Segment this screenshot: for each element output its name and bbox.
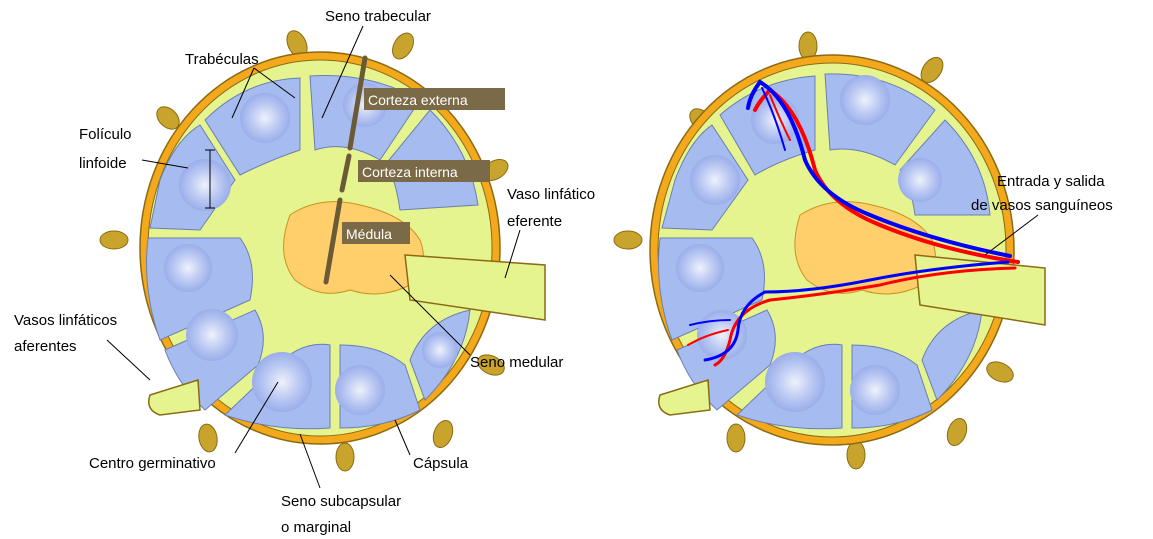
vasos-sanguineos-label-1: Entrada y salida bbox=[997, 173, 1105, 190]
seno-trabecular-label: Seno trabecular bbox=[325, 8, 431, 25]
vaso-eferente-label-2: eferente bbox=[507, 213, 562, 230]
capsula-label: Cápsula bbox=[413, 455, 469, 472]
corteza-interna-label: Corteza interna bbox=[362, 164, 458, 180]
corteza-externa-label: Corteza externa bbox=[368, 92, 468, 108]
vasos-aferentes-label-2: aferentes bbox=[14, 338, 77, 355]
centro-germinativo-label: Centro germinativo bbox=[89, 455, 216, 472]
seno-medular-label: Seno medular bbox=[470, 354, 563, 371]
afferent-vessel-right bbox=[659, 380, 710, 415]
medula-label: Médula bbox=[346, 226, 392, 242]
right-lymph-node bbox=[614, 32, 1045, 469]
seno-subcapsular-label-1: Seno subcapsular bbox=[281, 493, 401, 510]
vasos-sanguineos-label-2: de vasos sanguíneos bbox=[971, 197, 1113, 214]
trabeculas-label: Trabéculas bbox=[185, 51, 259, 68]
foliculo-label-1: Folículo bbox=[79, 126, 132, 143]
vaso-eferente-label-1: Vaso linfático bbox=[507, 186, 595, 203]
seno-subcapsular-label-2: o marginal bbox=[281, 519, 351, 536]
afferent-vessel bbox=[149, 380, 200, 415]
vasos-aferentes-label-1: Vasos linfáticos bbox=[14, 312, 117, 329]
foliculo-label-2: linfoide bbox=[79, 155, 127, 172]
